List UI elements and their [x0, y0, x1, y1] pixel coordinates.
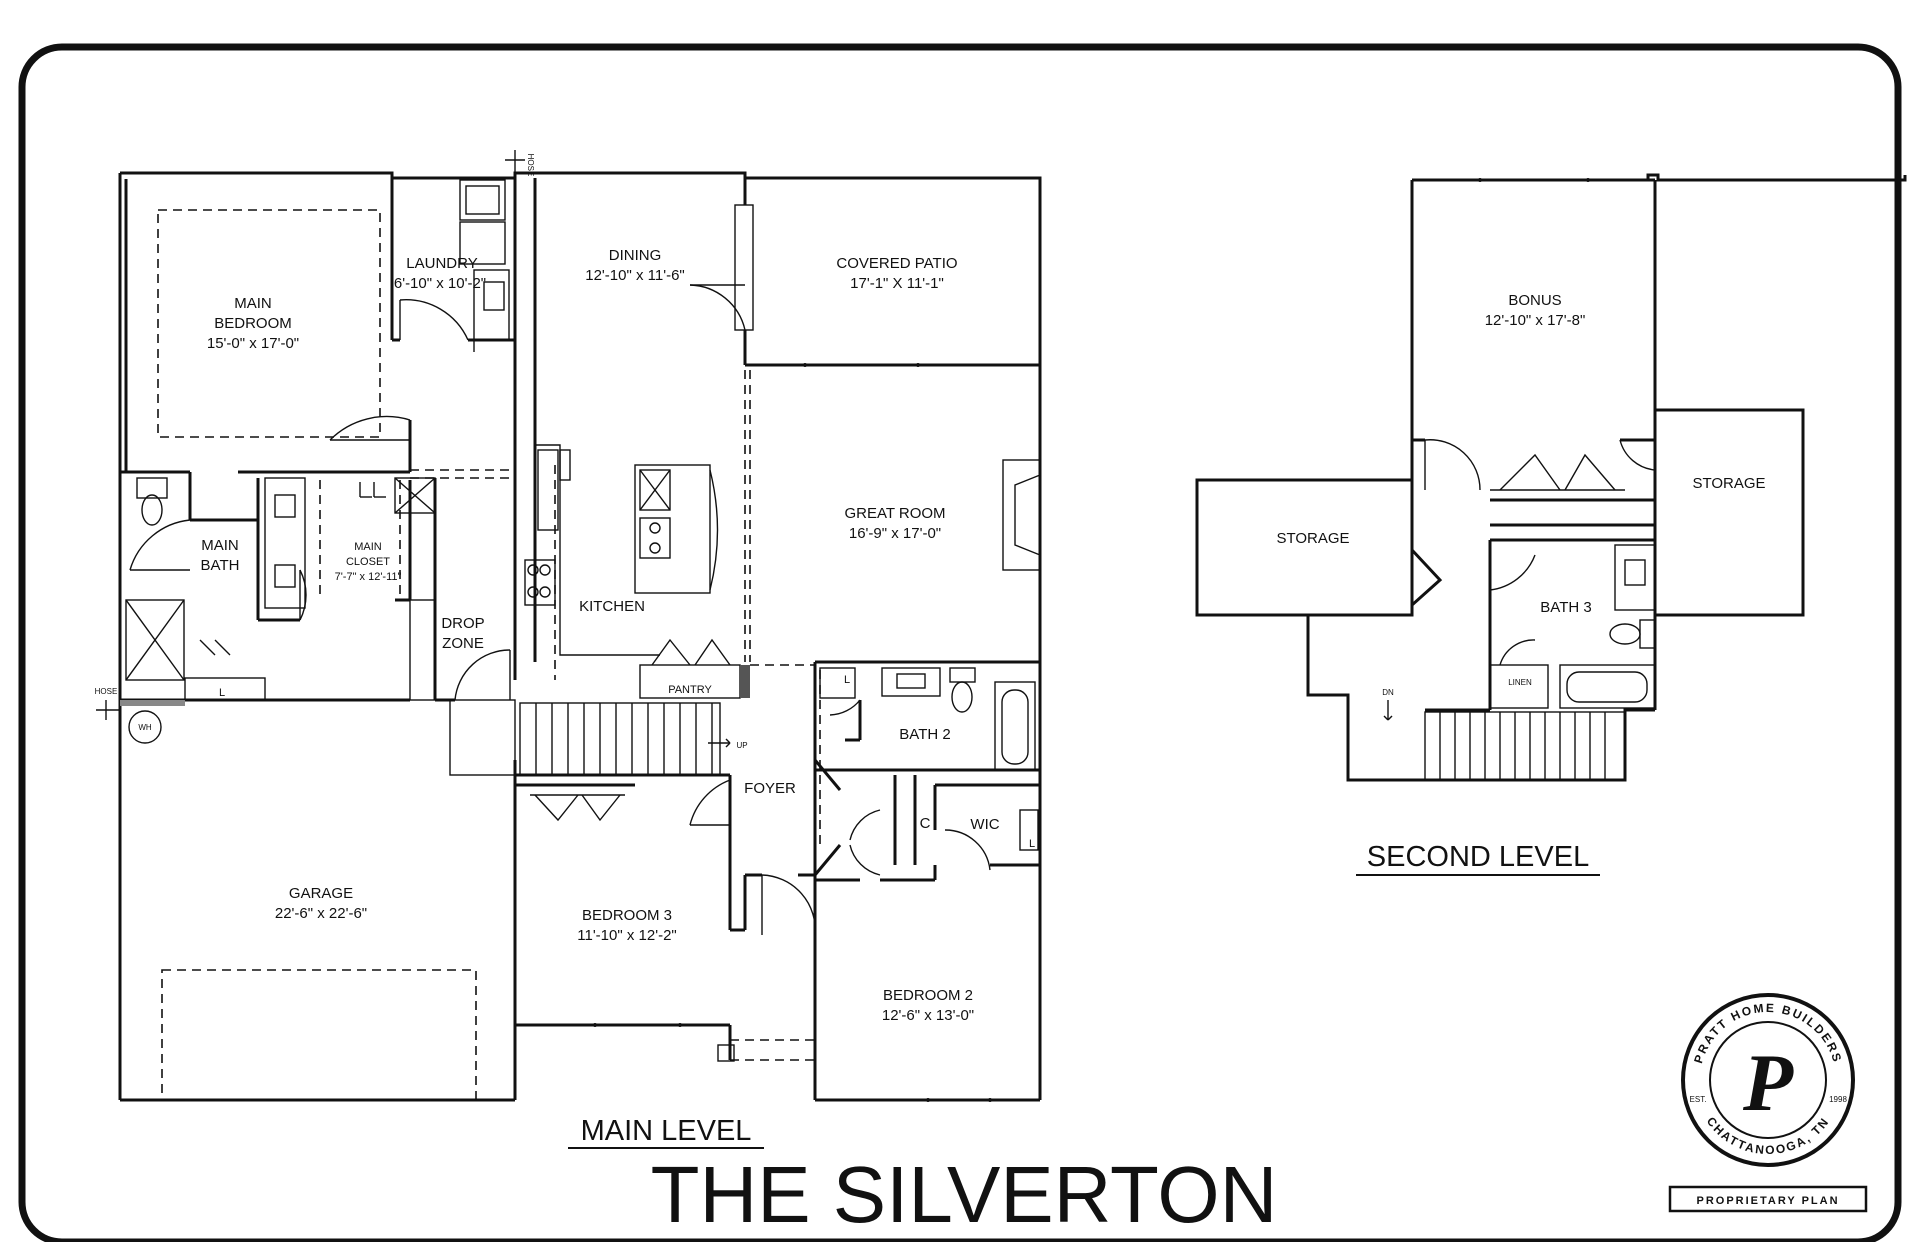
plan-title: THE SILVERTON [651, 1150, 1278, 1239]
label-main-closet-1: MAIN [354, 541, 382, 553]
label-storage-left: STORAGE [1276, 530, 1349, 547]
main-level-plan [96, 150, 1042, 1102]
label-kitchen: KITCHEN [579, 598, 645, 615]
label-garage-size: 22'-6" x 22'-6" [275, 905, 367, 922]
label-storage-right: STORAGE [1692, 475, 1765, 492]
label-wic: WIC [970, 816, 999, 833]
label-bath-2: BATH 2 [899, 726, 950, 743]
seal-letter: P [1742, 1037, 1794, 1128]
label-bath-3: BATH 3 [1540, 599, 1591, 616]
label-great-room-size: 16'-9" x 17'-0" [849, 525, 941, 542]
second-level-label: SECOND LEVEL [1367, 841, 1589, 873]
label-main-bedroom-size: 15'-0" x 17'-0" [207, 335, 299, 352]
page-frame [18, 43, 1902, 1242]
label-covered-patio: COVERED PATIO [836, 255, 957, 272]
label-bonus-size: 12'-10" x 17'-8" [1485, 312, 1586, 329]
label-hose-left: HOSE [95, 687, 118, 696]
label-linen: LINEN [1508, 678, 1532, 687]
label-bedroom-2: BEDROOM 2 [883, 987, 973, 1004]
seal-year: 1998 [1829, 1095, 1847, 1104]
label-closet-c: C [920, 815, 931, 832]
second-level-plan [1195, 173, 1907, 782]
label-stair-dn: DN [1382, 688, 1394, 697]
label-laundry-size: 6'-10" x 10'-2" [394, 275, 486, 292]
main-level-label: MAIN LEVEL [581, 1115, 752, 1147]
label-main-bedroom-1: MAIN [234, 295, 272, 312]
label-water-heater: WH [138, 723, 152, 732]
label-dining: DINING [609, 247, 662, 264]
label-pantry: PANTRY [668, 684, 712, 696]
label-bonus: BONUS [1508, 292, 1561, 309]
label-dining-size: 12'-10" x 11'-6" [585, 267, 685, 284]
label-bedroom-2-size: 12'-6" x 13'-0" [882, 1007, 974, 1024]
label-bath-linen: L [219, 687, 225, 699]
seal-est: EST. [1690, 1095, 1707, 1104]
room-labels: MAIN BEDROOM 15'-0" x 17'-0" LAUNDRY 6'-… [95, 154, 1766, 1024]
label-main-closet-2: CLOSET [346, 556, 390, 568]
label-garage: GARAGE [289, 885, 353, 902]
label-covered-patio-size: 17'-1" X 11'-1" [850, 275, 944, 292]
label-hose-top: HOSE [526, 154, 535, 177]
label-drop-zone-1: DROP [441, 615, 484, 632]
label-main-bedroom-2: BEDROOM [214, 315, 292, 332]
label-drop-zone-2: ZONE [442, 635, 484, 652]
proprietary-plan-label: PROPRIETARY PLAN [1696, 1195, 1839, 1207]
label-main-bath-1: MAIN [201, 537, 239, 554]
label-main-bath-2: BATH [201, 557, 240, 574]
label-foyer: FOYER [744, 780, 796, 797]
label-bedroom-3-size: 11'-10" x 12'-2" [577, 927, 677, 944]
builder-seal: PRATT HOME BUILDERS CHATTANOOGA, TN P ES… [1668, 993, 1868, 1213]
label-bedroom-3: BEDROOM 3 [582, 907, 672, 924]
label-bath2-linen: L [844, 674, 850, 686]
label-wic-linen: L [1029, 838, 1035, 850]
label-great-room: GREAT ROOM [844, 505, 945, 522]
label-laundry: LAUNDRY [406, 255, 477, 272]
label-stair-up: UP [736, 741, 747, 750]
label-main-closet-size: 7'-7" x 12'-11" [335, 571, 402, 583]
